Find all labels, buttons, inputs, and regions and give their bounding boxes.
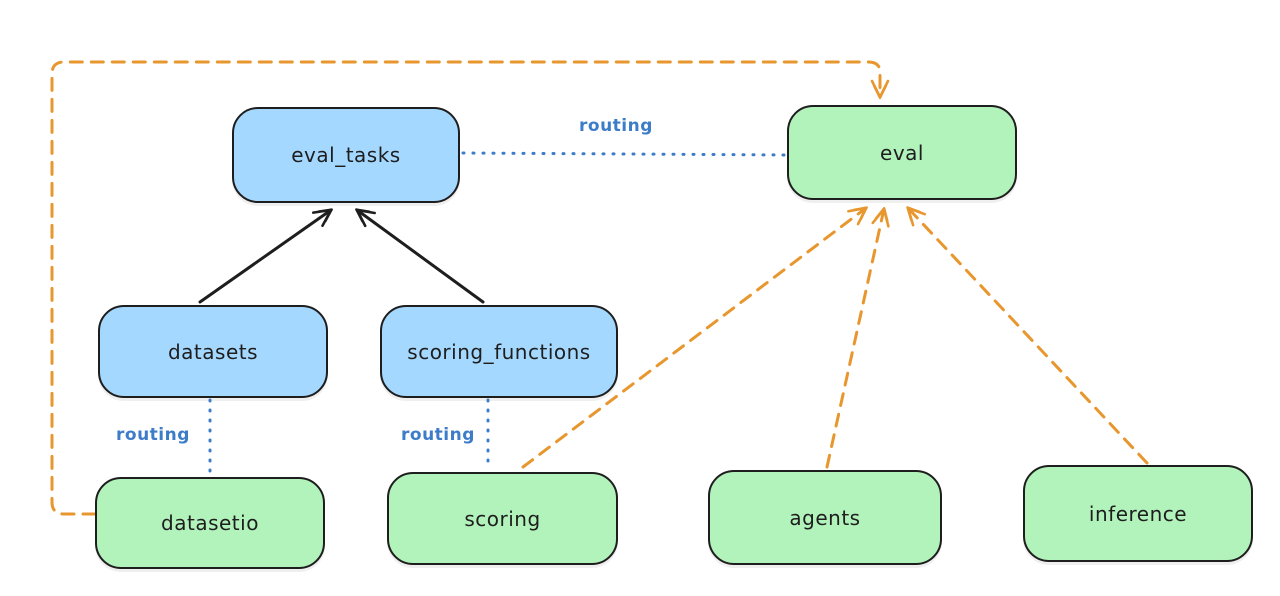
node-scoring-functions: scoring_functions (380, 305, 618, 398)
node-inference-label: inference (1088, 501, 1188, 526)
node-eval-tasks-label: eval_tasks (291, 143, 401, 167)
node-scoring: scoring (387, 472, 618, 565)
node-eval-label: eval (880, 140, 924, 165)
edge-scoring-functions-to-eval-tasks (355, 208, 485, 304)
edge-label-routing-scoring-functions-scoring: routing (401, 425, 475, 445)
node-eval: eval (787, 105, 1017, 200)
node-inference: inference (1023, 465, 1253, 562)
node-datasets: datasets (98, 305, 328, 398)
edge-label-routing-datasets-datasetio: routing (116, 425, 190, 445)
node-agents: agents (708, 470, 942, 565)
node-agents-label: agents (789, 505, 861, 530)
edge-inference-to-eval (906, 206, 1149, 465)
node-datasetio: datasetio (95, 477, 325, 569)
node-datasetio-label: datasetio (161, 511, 259, 535)
edge-datasets-to-eval-tasks (198, 208, 333, 304)
edge-eval-tasks-to-eval-routing (461, 151, 791, 157)
edge-agents-to-eval (825, 206, 890, 469)
edge-datasetio-to-eval (50, 60, 890, 516)
node-scoring-functions-label: scoring_functions (407, 339, 591, 364)
node-datasets-label: datasets (167, 339, 259, 364)
node-scoring-label: scoring (464, 506, 541, 531)
node-eval-tasks: eval_tasks (232, 107, 460, 203)
edge-label-routing-eval-tasks-eval: routing (579, 116, 653, 136)
